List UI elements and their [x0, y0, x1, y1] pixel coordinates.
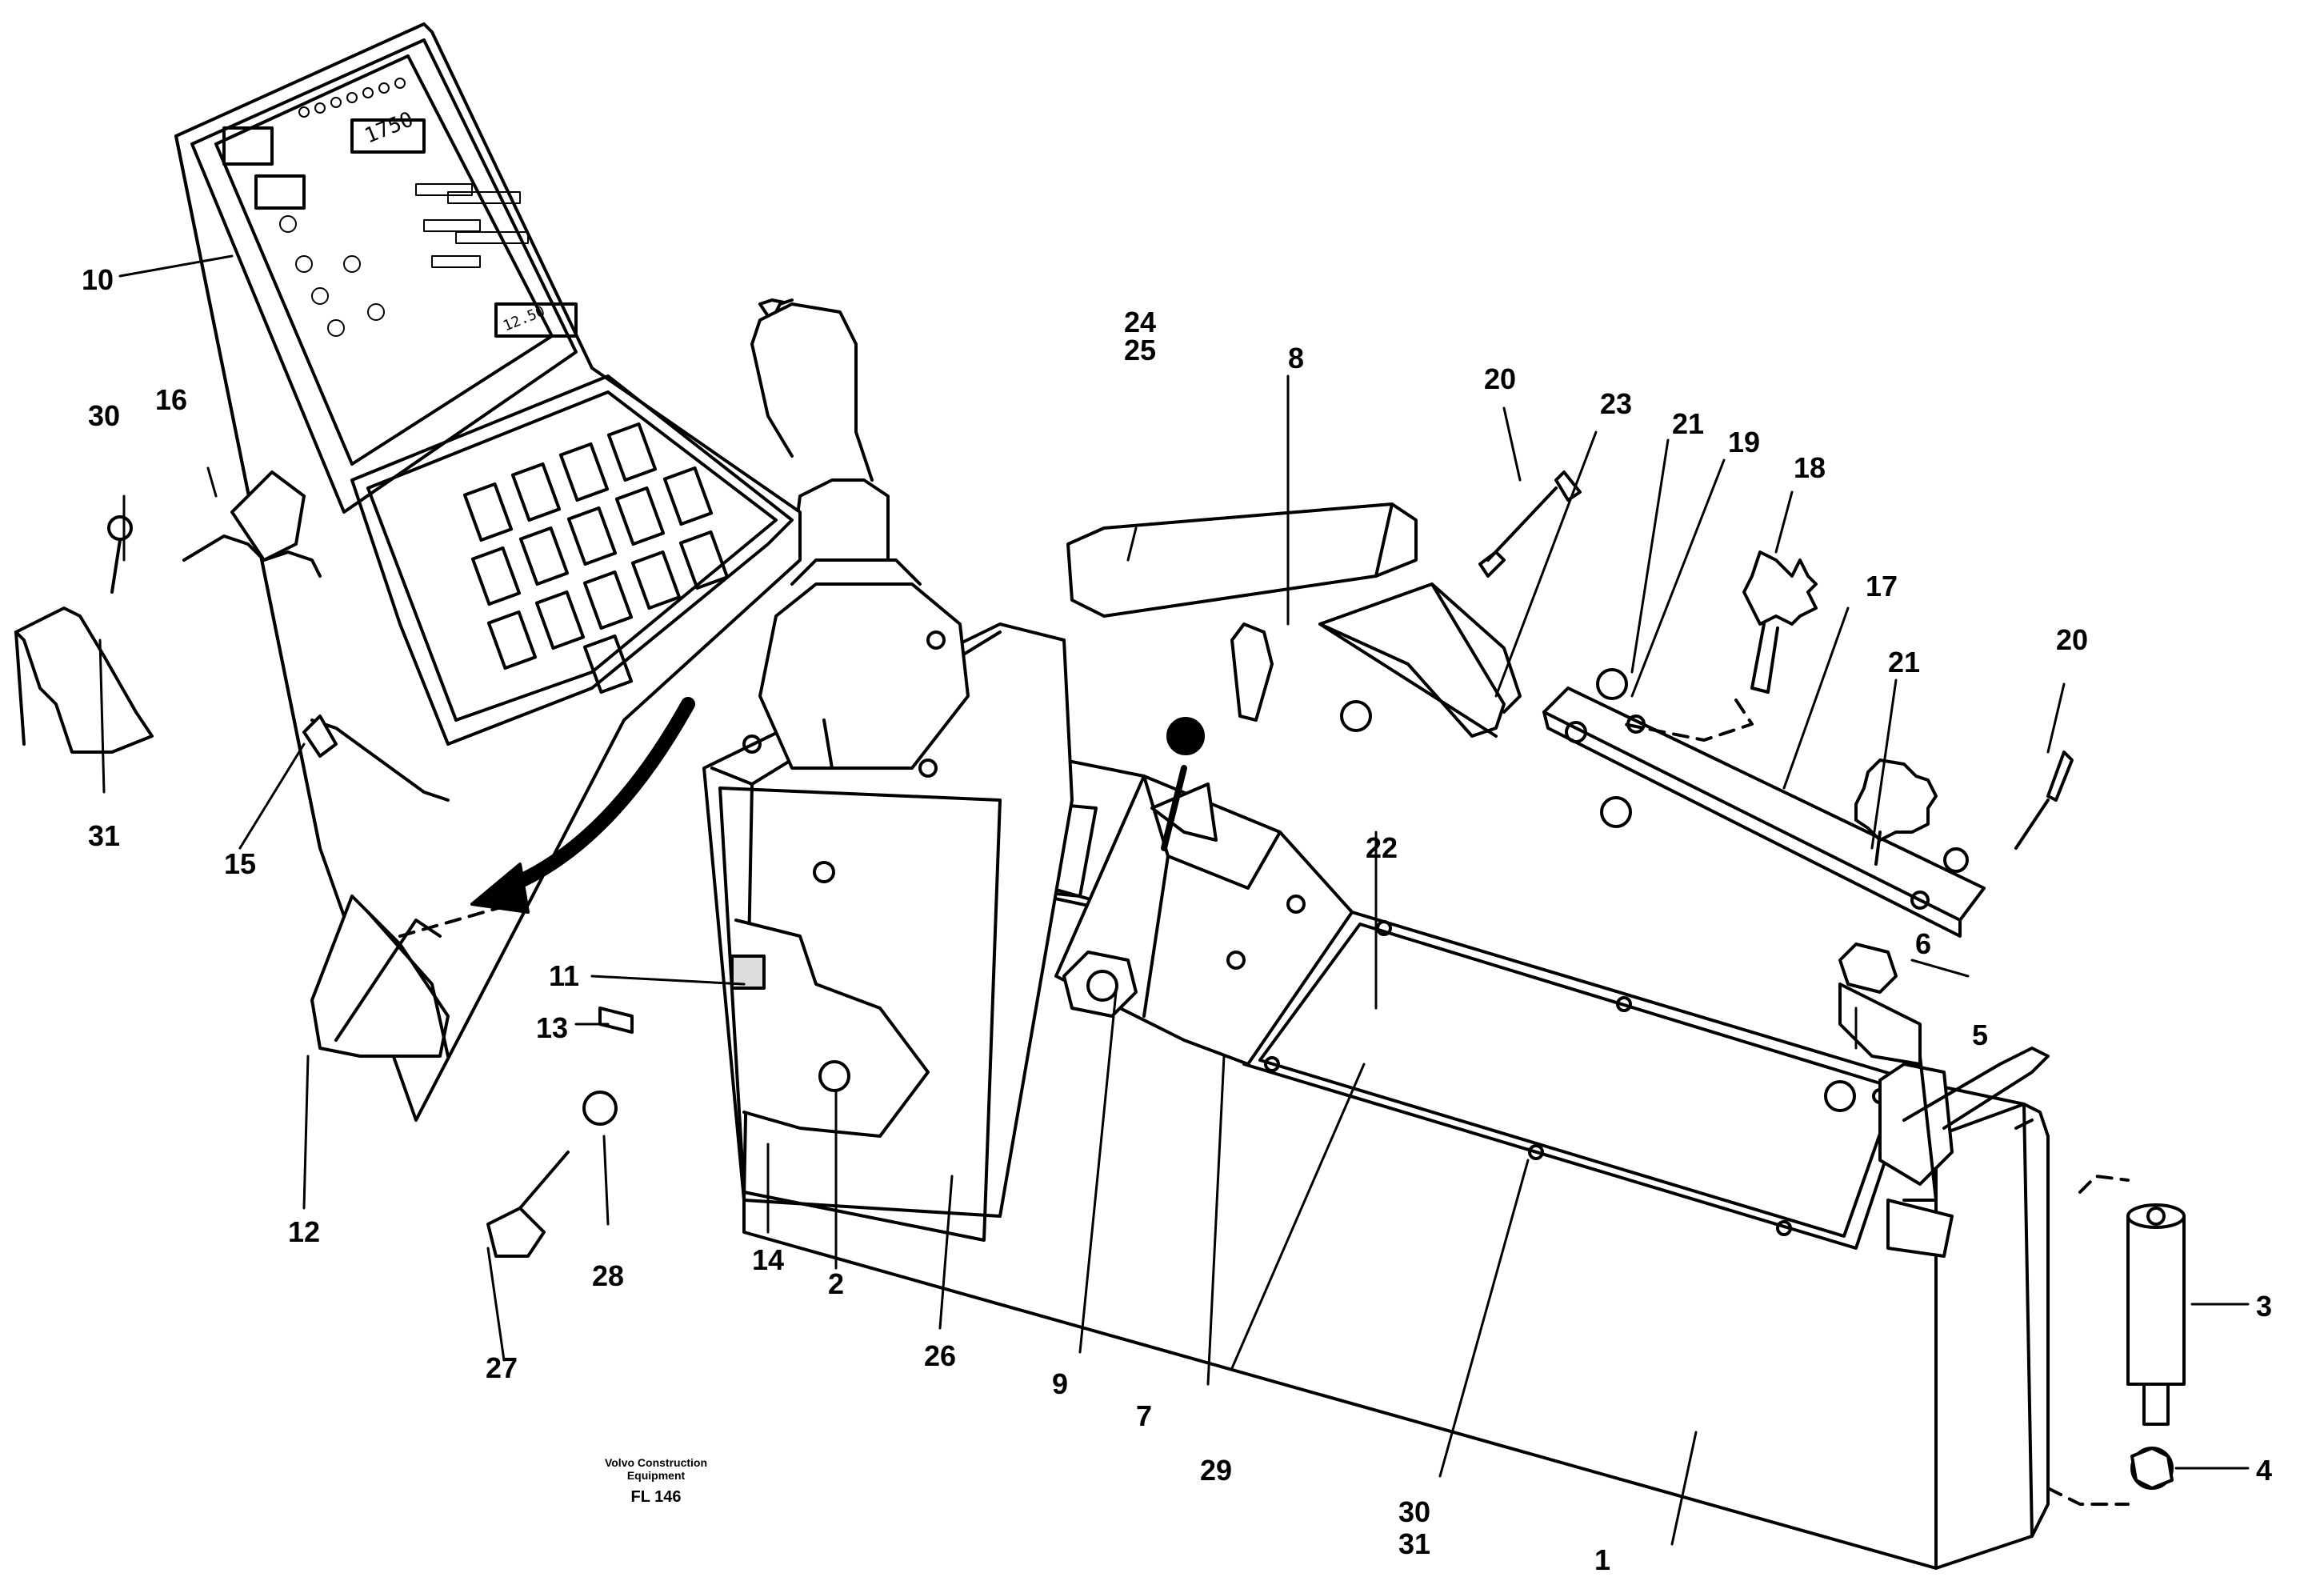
callout-6: 6 — [1914, 927, 1932, 960]
part-9-knob — [1062, 951, 1138, 1018]
callout-3: 3 — [2255, 1290, 2273, 1323]
callout-5: 5 — [1971, 1019, 1989, 1051]
callout-10: 10 — [81, 263, 114, 296]
callout-4: 4 — [2255, 1454, 2273, 1487]
callout-27: 27 — [485, 1351, 518, 1384]
joystick-handle — [742, 298, 970, 778]
callout-31-bottom: 31 — [1398, 1527, 1431, 1560]
manufacturer-line-1: Volvo Construction — [604, 1456, 708, 1469]
callout-2: 2 — [827, 1267, 845, 1300]
callout-1: 1 — [1594, 1543, 1611, 1576]
manufacturer-label: Volvo Construction Equipment — [605, 1456, 707, 1482]
callout-7: 7 — [1135, 1399, 1153, 1432]
part-5-6-rear-brackets — [1838, 943, 2050, 1258]
washers-nuts — [1340, 668, 2174, 1490]
part-17-support-plate — [1542, 686, 1986, 938]
callout-21-right: 21 — [1887, 646, 1921, 678]
part-12-strip — [310, 895, 514, 1058]
callout-12: 12 — [287, 1215, 321, 1248]
callout-28: 28 — [591, 1259, 625, 1292]
callout-26: 26 — [923, 1339, 957, 1372]
callout-29: 29 — [1199, 1454, 1233, 1487]
part-3-spacer — [2046, 1175, 2186, 1506]
callout-8: 8 — [1287, 342, 1305, 374]
callout-24: 24 — [1123, 306, 1157, 338]
part-24-25-armrest — [1066, 502, 1506, 738]
part-16-clip-bracket — [14, 470, 322, 754]
callout-31-left: 31 — [87, 819, 121, 852]
callout-15: 15 — [223, 847, 257, 880]
callout-20-top: 20 — [1483, 362, 1517, 395]
part-10-control-panel — [174, 22, 802, 1122]
callout-30-top: 30 — [87, 399, 121, 432]
callout-11: 11 — [548, 959, 580, 992]
shift-lever — [1161, 717, 1205, 851]
callout-17: 17 — [1865, 570, 1898, 602]
bolts — [302, 470, 2074, 1258]
part-23-bracket — [1430, 582, 1522, 714]
callout-19: 19 — [1727, 426, 1761, 458]
callout-18: 18 — [1793, 451, 1826, 484]
indicator-arrow — [470, 697, 695, 914]
callout-20-right: 20 — [2055, 623, 2089, 656]
callout-25: 25 — [1123, 334, 1157, 366]
callout-23: 23 — [1599, 387, 1633, 420]
callout-14: 14 — [751, 1243, 785, 1276]
callout-22: 22 — [1365, 831, 1398, 864]
manufacturer-line-2: Equipment — [626, 1469, 686, 1483]
part-26-joystick-housing — [702, 622, 1074, 1242]
callout-13: 13 — [535, 1011, 569, 1044]
callout-16: 16 — [154, 383, 188, 416]
callout-9: 9 — [1051, 1367, 1069, 1400]
callout-30-bottom: 30 — [1398, 1495, 1431, 1528]
figure-reference: FL 146 — [630, 1488, 682, 1506]
leader-lines — [98, 254, 2250, 1546]
callout-21-top: 21 — [1671, 407, 1705, 440]
